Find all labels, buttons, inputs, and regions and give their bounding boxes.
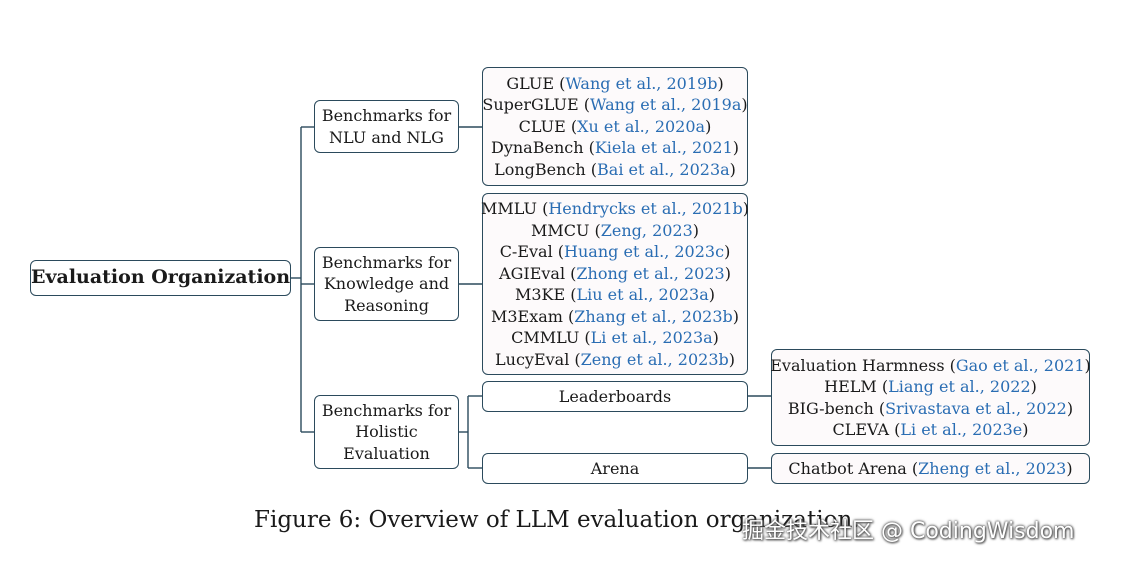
citation-link[interactable]: Liu et al., 2023a xyxy=(576,285,709,304)
benchmark-name: MMLU xyxy=(480,199,537,218)
citation-link[interactable]: Liang et al., 2022 xyxy=(888,377,1031,396)
citation-link[interactable]: Hendrycks et al., 2021b xyxy=(548,199,743,218)
root-node: Evaluation Organization xyxy=(30,260,291,296)
category-label-line: NLU and NLG xyxy=(329,127,444,147)
benchmark-name: LongBench xyxy=(494,159,586,179)
citation-link[interactable]: Huang et al., 2023c xyxy=(564,242,725,261)
benchmark-name: CLEVA xyxy=(832,420,890,439)
figure-caption: Figure 6: Overview of LLM evaluation org… xyxy=(254,507,860,533)
benchmark-name: CLUE xyxy=(518,116,566,136)
benchmark-entry: MMLU (Hendrycks et al., 2021b) xyxy=(480,199,750,218)
benchmark-entry: LongBench (Bai et al., 2023a) xyxy=(494,159,736,179)
benchmark-entry: Chatbot Arena (Zheng et al., 2023) xyxy=(788,458,1073,478)
benchmark-entry: AGIEval (Zhong et al., 2023) xyxy=(499,263,731,283)
benchmark-entry: CMMLU (Li et al., 2023a) xyxy=(511,328,719,347)
citation-link[interactable]: Gao et al., 2021 xyxy=(955,355,1085,375)
benchmark-entry: M3Exam (Zhang et al., 2023b) xyxy=(490,306,739,326)
citation-link[interactable]: Zhong et al., 2023 xyxy=(576,263,725,283)
citation-link[interactable]: Srivastava et al., 2022 xyxy=(885,398,1067,418)
benchmark-entry: LucyEval (Zeng et al., 2023b) xyxy=(495,349,735,369)
benchmark-name: LucyEval xyxy=(495,349,570,369)
subcategory-leaderboards: Leaderboards xyxy=(482,381,748,412)
category-label-line: Knowledge and xyxy=(323,274,450,294)
benchmark-entry: Evaluation Harmness (Gao et al., 2021) xyxy=(770,355,1091,375)
leaf-arena-benchmarks: Chatbot Arena (Zheng et al., 2023) xyxy=(771,453,1090,484)
citation-link[interactable]: Kiela et al., 2021 xyxy=(594,138,733,158)
category-nlu-nlg: Benchmarks for NLU and NLG xyxy=(314,100,459,153)
benchmark-name: DynaBench xyxy=(491,138,584,158)
benchmark-name: GLUE xyxy=(506,73,555,93)
benchmark-name: Evaluation Harmness xyxy=(770,355,945,375)
category-label-line: Benchmarks for xyxy=(321,252,452,272)
benchmark-entry: HELM (Liang et al., 2022) xyxy=(824,377,1037,396)
benchmark-entry: BIG-bench (Srivastava et al., 2022) xyxy=(787,398,1074,418)
benchmark-name: M3Exam xyxy=(490,306,563,326)
subcategory-arena: Arena xyxy=(482,453,748,484)
category-holistic-evaluation: Benchmarks for Holistic Evaluation xyxy=(314,395,459,469)
benchmark-name: HELM xyxy=(824,377,877,396)
citation-link[interactable]: Zeng, 2023 xyxy=(600,220,693,240)
citation-link[interactable]: Zeng et al., 2023b xyxy=(580,349,729,369)
leaf-nlu-nlg-benchmarks: GLUE (Wang et al., 2019b) SuperGLUE (Wan… xyxy=(482,67,748,186)
leaf-leaderboards-benchmarks: Evaluation Harmness (Gao et al., 2021) H… xyxy=(770,349,1091,446)
watermark: 掘金技术社区 @ CodingWisdom xyxy=(742,519,1075,544)
citation-link[interactable]: Wang et al., 2019a xyxy=(590,95,742,115)
benchmark-entry: CLUE (Xu et al., 2020a) xyxy=(518,116,712,136)
citation-link[interactable]: Xu et al., 2020a xyxy=(577,116,706,136)
benchmark-entry: CLEVA (Li et al., 2023e) xyxy=(832,420,1029,439)
benchmark-name: CMMLU xyxy=(511,328,580,347)
benchmark-name: C-Eval xyxy=(499,242,553,261)
category-label-line: Benchmarks for xyxy=(321,400,452,420)
subcategory-label: Leaderboards xyxy=(558,386,672,406)
benchmark-entry: GLUE (Wang et al., 2019b) xyxy=(506,73,724,93)
benchmark-entry: MMCU (Zeng, 2023) xyxy=(530,220,700,240)
benchmark-name: SuperGLUE xyxy=(482,95,579,115)
citation-link[interactable]: Bai et al., 2023a xyxy=(597,159,730,179)
benchmark-entry: DynaBench (Kiela et al., 2021) xyxy=(491,138,739,158)
benchmark-name: BIG-bench xyxy=(787,398,874,418)
leaf-knowledge-benchmarks: MMLU (Hendrycks et al., 2021b) MMCU (Zen… xyxy=(480,193,750,375)
subcategory-label: Arena xyxy=(590,458,640,478)
benchmark-entry: SuperGLUE (Wang et al., 2019a) xyxy=(482,95,748,115)
benchmark-entry: C-Eval (Huang et al., 2023c) xyxy=(499,242,731,261)
citation-link[interactable]: Zheng et al., 2023 xyxy=(918,458,1067,478)
category-knowledge-reasoning: Benchmarks for Knowledge and Reasoning xyxy=(314,247,459,321)
benchmark-entry: M3KE (Liu et al., 2023a) xyxy=(514,285,716,304)
citation-link[interactable]: Wang et al., 2019b xyxy=(565,73,718,93)
citation-link[interactable]: Li et al., 2023a xyxy=(590,328,713,347)
benchmark-name: Chatbot Arena xyxy=(788,458,907,478)
category-label-line: Reasoning xyxy=(344,295,429,315)
category-label-line: Holistic xyxy=(355,422,418,442)
category-label-line: Evaluation xyxy=(343,443,430,463)
citation-link[interactable]: Zhang et al., 2023b xyxy=(574,306,733,326)
benchmark-name: MMCU xyxy=(530,220,590,240)
benchmark-name: AGIEval xyxy=(499,263,566,283)
root-label: Evaluation Organization xyxy=(30,266,291,289)
category-label-line: Benchmarks for xyxy=(321,106,452,125)
citation-link[interactable]: Li et al., 2023e xyxy=(900,420,1023,439)
benchmark-name: M3KE xyxy=(514,285,566,304)
